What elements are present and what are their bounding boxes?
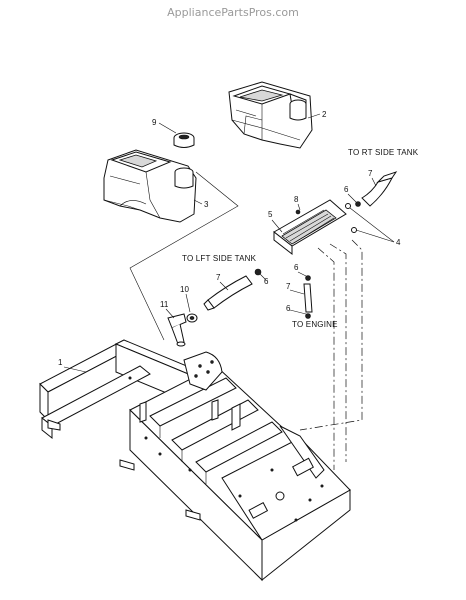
callout-6d: 6	[286, 304, 291, 313]
callout-4: 4	[396, 238, 401, 247]
hose-engine	[303, 275, 313, 319]
hose-right-tank	[355, 171, 398, 207]
callout-10: 10	[180, 285, 189, 294]
callout-1: 1	[58, 358, 63, 367]
callout-6c: 6	[294, 263, 299, 272]
callout-2: 2	[322, 110, 327, 119]
bushing	[186, 313, 198, 323]
note-to-lft-side-tank: TO LFT SIDE TANK	[182, 254, 257, 263]
callout-7c: 7	[286, 282, 291, 291]
right-fuel-tank	[228, 81, 313, 149]
callout-6a: 6	[344, 185, 349, 194]
note-to-engine: TO ENGINE	[292, 320, 338, 329]
callout-7a: 7	[368, 169, 373, 178]
callout-11: 11	[160, 300, 169, 309]
fuel-filter-bracket	[273, 199, 357, 256]
callout-6b: 6	[264, 277, 269, 286]
note-to-rt-side-tank: TO RT SIDE TANK	[348, 148, 419, 157]
fuel-cap	[173, 132, 195, 148]
fuel-fitting	[167, 313, 187, 347]
watermark-text: AppliancePartsPros.com	[167, 6, 299, 19]
callout-9: 9	[152, 118, 157, 127]
frame	[39, 339, 351, 582]
left-fuel-tank	[103, 149, 197, 223]
callout-3: 3	[204, 200, 209, 209]
callout-7b: 7	[216, 273, 221, 282]
callout-8: 8	[294, 195, 299, 204]
hose-left-tank	[203, 268, 262, 311]
callout-5: 5	[268, 210, 273, 219]
